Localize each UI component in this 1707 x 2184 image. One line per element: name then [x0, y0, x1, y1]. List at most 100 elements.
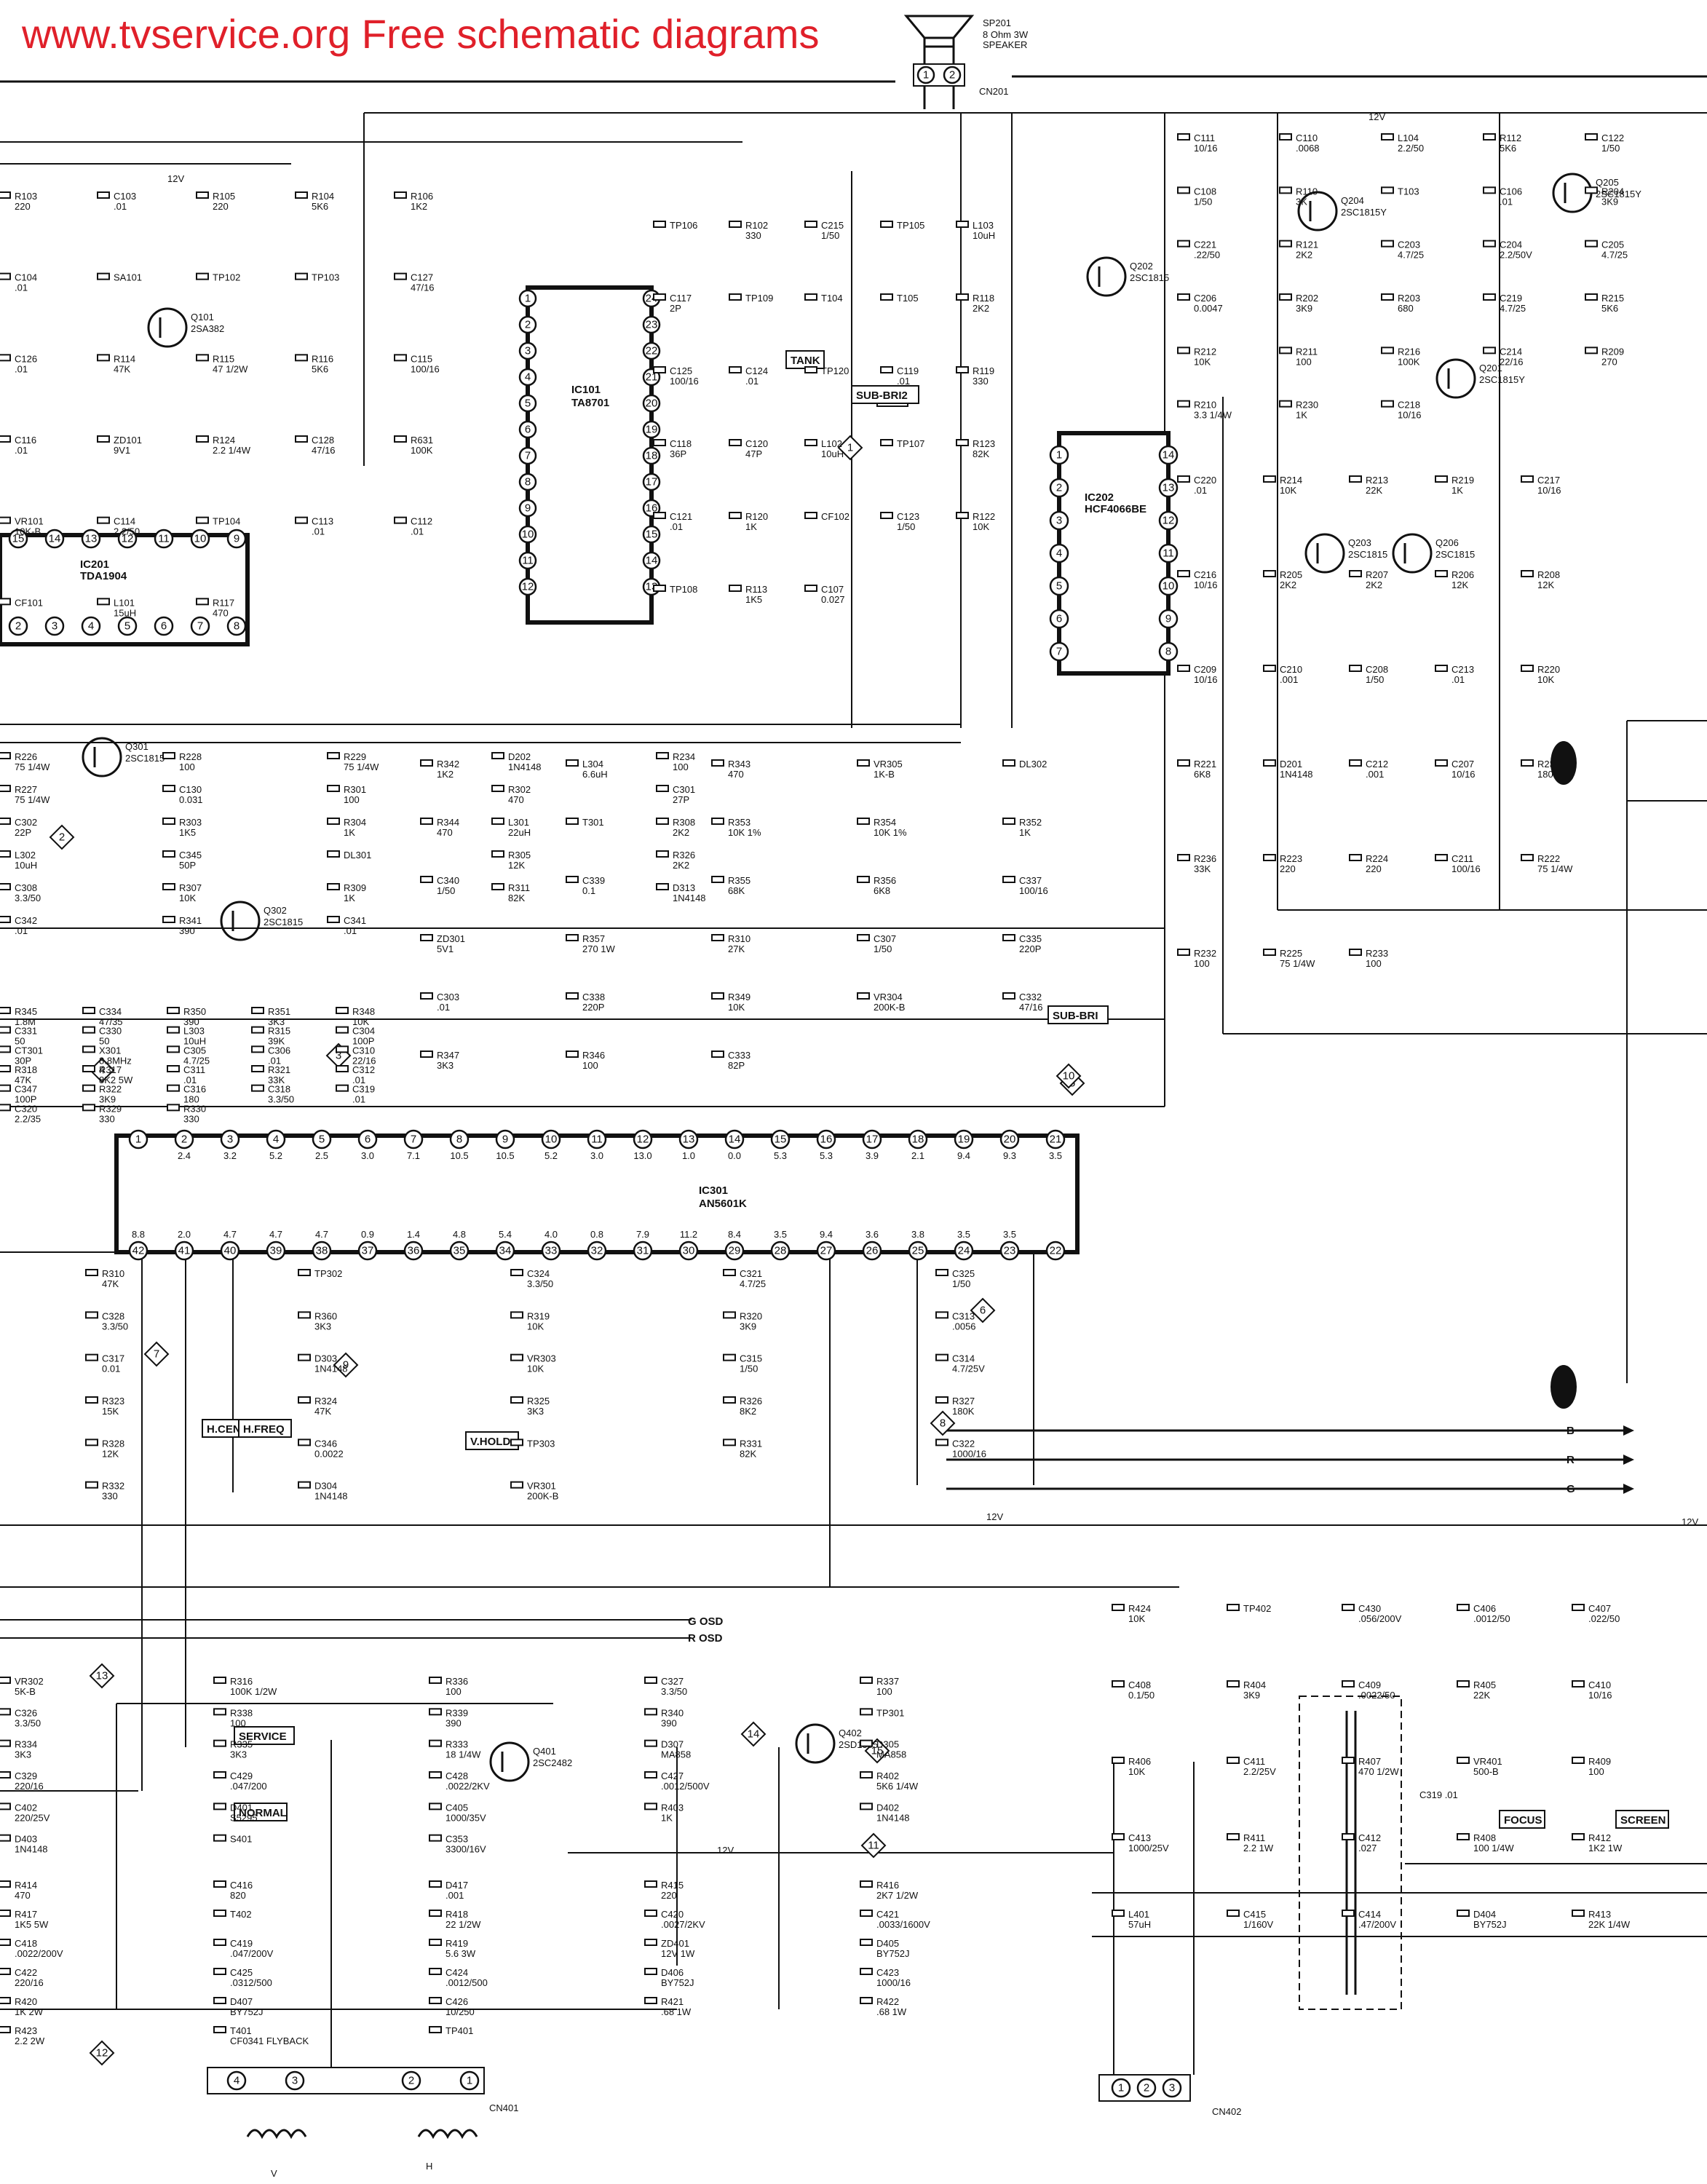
component-symbol	[0, 1739, 11, 1747]
component-label: SA101	[114, 272, 142, 283]
component-value: 27P	[673, 794, 689, 805]
component-symbol	[336, 1045, 349, 1053]
tag-box	[1047, 1005, 1109, 1024]
component-label: C338	[582, 992, 605, 1002]
component-symbol	[327, 785, 340, 792]
component-label: C422	[15, 1967, 37, 1978]
ic101-pin-label: 6	[525, 424, 531, 436]
component-value: 500-B	[1473, 1766, 1499, 1777]
component-symbol	[653, 366, 666, 373]
component-value: 390	[445, 1717, 462, 1728]
component-symbol	[857, 818, 870, 825]
component-value: 100K 1/2W	[230, 1686, 277, 1697]
ic301-pin-label: 29	[729, 1245, 741, 1257]
component-label: VR401	[1473, 1756, 1502, 1767]
component-value: 5.6 3W	[445, 1948, 476, 1959]
component-label: R234	[673, 751, 695, 762]
component-symbol	[394, 435, 407, 443]
signal-osd-r: R OSD	[688, 1632, 723, 1645]
component-symbol	[1585, 133, 1598, 141]
component-value: 22K	[1473, 1690, 1490, 1701]
component-symbol	[213, 1677, 226, 1684]
component-symbol	[420, 876, 433, 883]
component-value: 10K 1%	[728, 827, 761, 838]
component-symbol	[0, 435, 11, 443]
component-symbol	[1177, 133, 1190, 141]
ic301-top-volt: 2.1	[911, 1150, 924, 1161]
component-label: C203	[1398, 240, 1420, 250]
component-value: BY752J	[1473, 1919, 1507, 1930]
component-label: R105	[213, 191, 235, 202]
component-symbol	[1177, 854, 1190, 861]
component-label: C104	[15, 272, 37, 283]
component-value: 12K	[1537, 579, 1554, 590]
tag-label: SUB-BRI	[1053, 1010, 1098, 1022]
ic301-pin-top	[816, 1129, 836, 1150]
ic301-bottom-volt: 3.8	[911, 1229, 924, 1240]
ic201-pin-top	[8, 529, 28, 549]
component-symbol	[85, 1396, 98, 1404]
ic202-pin-left	[1049, 445, 1069, 465]
ic201-pin-top	[154, 529, 174, 549]
component-value: 220	[1280, 863, 1296, 874]
component-symbol	[1227, 1680, 1240, 1688]
component-symbol	[653, 585, 666, 592]
ic202-pin-label: 14	[1163, 449, 1175, 462]
component-label: D401	[230, 1802, 253, 1813]
ic101-pin-label: 21	[646, 371, 658, 384]
component-symbol	[729, 221, 742, 228]
component-symbol	[0, 598, 11, 606]
component-value: 220/16	[15, 1977, 44, 1988]
component-label: R414	[15, 1880, 37, 1891]
component-symbol	[711, 876, 724, 883]
component-value: 5V1	[437, 943, 454, 954]
page-title: www.tvservice.org Free schematic diagram…	[22, 11, 820, 57]
transistor-part: 2SC1815Y	[1596, 189, 1641, 199]
ic101-pin-left	[518, 577, 537, 596]
component-symbol	[711, 1051, 724, 1058]
component-value: .68 1W	[661, 2006, 692, 2017]
ic201-pin-label: 2	[15, 620, 21, 633]
component-value: 27K	[728, 943, 745, 954]
component-symbol	[1002, 759, 1015, 767]
component-symbol	[644, 1771, 657, 1779]
ic101-pin-label: 9	[525, 502, 531, 515]
component-label: VR305	[874, 759, 903, 769]
component-label: R404	[1243, 1679, 1266, 1690]
component-label: C308	[15, 882, 37, 893]
component-value: 100K	[411, 445, 433, 456]
component-label: TP120	[821, 365, 849, 376]
ic301-pin-label: 38	[316, 1245, 328, 1257]
component-value: 8.8MHz	[99, 1055, 132, 1066]
component-value: .01	[15, 445, 28, 456]
component-value: 100	[1194, 958, 1210, 969]
component-label: R210	[1194, 400, 1216, 411]
component-label: R420	[15, 1996, 37, 2007]
ic301-pin-label: 23	[1004, 1245, 1016, 1257]
component-value: .01	[15, 282, 28, 293]
component-symbol	[97, 516, 110, 524]
transistor-icon	[220, 901, 261, 941]
component-value: 100	[344, 794, 360, 805]
ic301-bottom-volt: 3.6	[866, 1229, 879, 1240]
component-label: C213	[1451, 664, 1474, 675]
component-symbol	[723, 1439, 736, 1447]
component-value: .001	[445, 1890, 464, 1901]
ic101-pin-left	[518, 315, 537, 334]
ic202-pin-label: 3	[1056, 515, 1062, 527]
component-label: R123	[973, 438, 995, 449]
component-symbol	[860, 1968, 873, 1975]
component-label: D402	[876, 1802, 899, 1813]
marker-number: 14	[748, 1728, 760, 1741]
component-value: 15uH	[114, 607, 136, 618]
cn201-pin-1: 1	[923, 69, 929, 82]
ic301-bottom-volt: 0.8	[590, 1229, 603, 1240]
component-value: 1K2 1W	[1588, 1843, 1623, 1853]
ic101-pin-label: 23	[646, 319, 658, 331]
component-label: C108	[1194, 186, 1216, 197]
ic301-bottom-volt: 4.8	[453, 1229, 466, 1240]
tag-box	[234, 1726, 295, 1745]
component-label: C407	[1588, 1603, 1611, 1614]
component-value: 2.2/50	[114, 526, 140, 537]
component-symbol	[804, 512, 817, 519]
